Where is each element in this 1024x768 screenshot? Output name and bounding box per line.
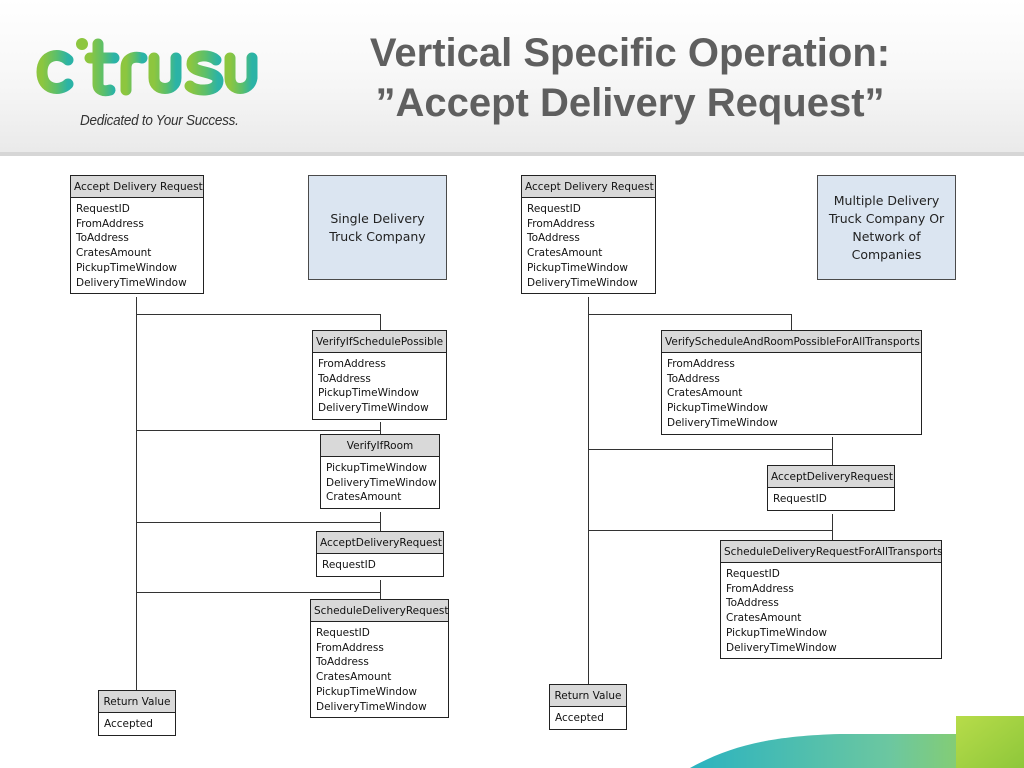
connector <box>380 580 381 599</box>
box-title: ScheduleDeliveryRequest <box>311 600 449 622</box>
field: DeliveryTimeWindow <box>316 700 427 713</box>
tagline: Dedicated to Your Success. <box>80 112 239 129</box>
box-title: Accept Delivery Request <box>71 176 203 198</box>
field: ToAddress <box>726 597 779 610</box>
field: RequestID <box>527 203 581 215</box>
field: RequestID <box>322 559 376 571</box>
field: PickupTimeWindow <box>726 626 827 639</box>
field: ToAddress <box>316 656 369 669</box>
box-title: Accept Delivery Request <box>522 176 655 198</box>
box-title: Return Value <box>550 685 626 707</box>
accept-delivery-request-op-box: AcceptDeliveryRequest RequestID <box>767 465 895 511</box>
field: FromAddress <box>316 641 384 654</box>
connector <box>791 314 792 330</box>
schedule-delivery-request-box: ScheduleDeliveryRequest RequestID FromAd… <box>310 599 449 719</box>
field: RequestID <box>76 203 130 215</box>
box-title: ScheduleDeliveryRequestForAllTransports <box>721 541 943 563</box>
field: CratesAmount <box>316 671 392 684</box>
field: RequestID <box>773 493 827 505</box>
connector <box>588 314 792 315</box>
field: FromAddress <box>667 358 735 370</box>
connector <box>136 314 381 315</box>
field: DeliveryTimeWindow <box>318 402 429 415</box>
multiple-company-note: Multiple Delivery Truck Company Or Netwo… <box>817 175 956 280</box>
field: CratesAmount <box>76 247 152 260</box>
field: PickupTimeWindow <box>667 402 768 415</box>
connector <box>588 297 589 684</box>
field: CratesAmount <box>726 612 802 625</box>
verify-if-schedule-possible-box: VerifyIfSchedulePossible FromAddress ToA… <box>312 330 447 420</box>
field: DeliveryTimeWindow <box>726 641 837 654</box>
field: ToAddress <box>76 232 129 245</box>
box-title: VerifyIfSchedulePossible <box>313 331 446 353</box>
field: FromAddress <box>527 217 595 230</box>
connector <box>588 449 833 450</box>
title-line-1: Vertical Specific Operation: <box>369 31 891 75</box>
connector <box>832 437 833 465</box>
box-title: AcceptDeliveryRequest <box>768 466 894 488</box>
accept-delivery-request-box: Accept Delivery Request RequestID FromAd… <box>70 175 204 295</box>
title-line-2: ”Accept Delivery Request” <box>375 81 885 125</box>
box-title: VerifyIfRoom <box>321 435 439 457</box>
citrus-logo <box>36 38 258 97</box>
connector <box>136 522 381 523</box>
field: PickupTimeWindow <box>318 387 419 400</box>
page-title: Vertical Specific Operation: ”Accept Del… <box>310 28 950 128</box>
field: DeliveryTimeWindow <box>76 276 187 289</box>
field: PickupTimeWindow <box>76 261 177 274</box>
box-title: VerifyScheduleAndRoomPossibleForAllTrans… <box>662 331 921 353</box>
box-title: AcceptDeliveryRequest <box>317 532 443 554</box>
return-value-box: Return Value Accepted <box>549 684 627 730</box>
field: PickupTimeWindow <box>326 462 427 474</box>
accept-delivery-request-op-box: AcceptDeliveryRequest RequestID <box>316 531 444 577</box>
box-title: Return Value <box>99 691 175 713</box>
connector <box>136 297 137 690</box>
field: PickupTimeWindow <box>527 261 628 274</box>
connector <box>136 430 381 431</box>
field: DeliveryTimeWindow <box>326 476 437 489</box>
field: DeliveryTimeWindow <box>527 276 638 289</box>
field: CratesAmount <box>527 247 603 260</box>
field: FromAddress <box>76 217 144 230</box>
schedule-delivery-all-box: ScheduleDeliveryRequestForAllTransports … <box>720 540 943 660</box>
return-value-box: Return Value Accepted <box>98 690 176 736</box>
corner-swoosh-graphic <box>690 716 1024 768</box>
accept-delivery-request-box: Accept Delivery Request RequestID FromAd… <box>521 175 656 295</box>
header-rule <box>0 152 1024 156</box>
connector <box>380 422 381 434</box>
field: RequestID <box>726 568 780 580</box>
field: RequestID <box>316 627 370 639</box>
connector <box>380 512 381 531</box>
field: FromAddress <box>726 582 794 595</box>
field: CratesAmount <box>326 491 402 504</box>
verify-schedule-and-room-all-box: VerifyScheduleAndRoomPossibleForAllTrans… <box>661 330 922 435</box>
verify-if-room-box: VerifyIfRoom PickupTimeWindow DeliveryTi… <box>320 434 440 510</box>
connector <box>588 530 833 531</box>
field: DeliveryTimeWindow <box>667 416 778 429</box>
field: PickupTimeWindow <box>316 685 417 698</box>
connector <box>136 592 381 593</box>
return-value: Accepted <box>555 712 604 724</box>
field: ToAddress <box>667 372 720 385</box>
field: ToAddress <box>527 232 580 245</box>
connector <box>380 314 381 330</box>
field: CratesAmount <box>667 387 743 400</box>
field: ToAddress <box>318 372 371 385</box>
single-company-note: Single Delivery Truck Company <box>308 175 447 280</box>
field: FromAddress <box>318 358 386 370</box>
return-value: Accepted <box>104 718 153 730</box>
connector <box>832 514 833 540</box>
